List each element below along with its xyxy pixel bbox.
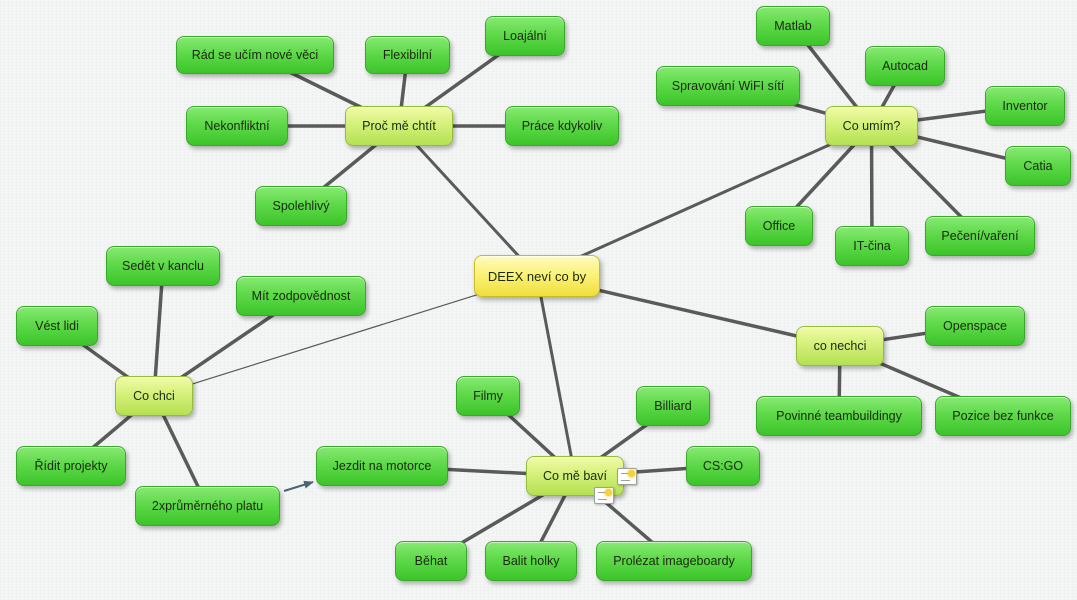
- topic-office[interactable]: Office: [745, 206, 813, 246]
- topic-mit-zodpovednost[interactable]: Mít zodpovědnost: [236, 276, 366, 316]
- topic-nekonfliktni[interactable]: Nekonfliktní: [186, 106, 288, 146]
- notes-icon[interactable]: [594, 487, 614, 504]
- central-topic[interactable]: DEEX neví co by: [474, 255, 600, 297]
- topic-2x-prumerneho-platu[interactable]: 2xprůměrného platu: [135, 486, 280, 526]
- topic-matlab[interactable]: Matlab: [756, 6, 830, 46]
- branch-co-chci[interactable]: Co chci: [115, 376, 193, 416]
- topic-csgo[interactable]: CS:GO: [686, 446, 760, 486]
- topic-jezdit-na-motorce[interactable]: Jezdit na motorce: [316, 446, 448, 486]
- branch-co-umim[interactable]: Co umím?: [825, 106, 918, 146]
- topic-autocad[interactable]: Autocad: [865, 46, 945, 86]
- topic-rad-se-ucim[interactable]: Rád se učím nové věci: [176, 36, 334, 74]
- topic-ridit-projekty[interactable]: Řídit projekty: [16, 446, 126, 486]
- connector-line: [397, 124, 539, 278]
- branch-co-nechci[interactable]: co nechci: [796, 326, 884, 366]
- topic-pozice-bez-funkce[interactable]: Pozice bez funkce: [935, 396, 1071, 436]
- topic-sedet-v-kanclu[interactable]: Sedět v kanclu: [106, 246, 220, 286]
- connector-line: [153, 275, 538, 397]
- topic-vest-lidi[interactable]: Vést lidi: [16, 306, 98, 346]
- topic-filmy[interactable]: Filmy: [456, 376, 520, 416]
- topic-povinne-teambuildingy[interactable]: Povinné teambuildingy: [756, 396, 922, 436]
- topic-inventor[interactable]: Inventor: [985, 86, 1065, 126]
- topic-balit-holky[interactable]: Balit holky: [485, 541, 577, 581]
- topic-openspace[interactable]: Openspace: [925, 306, 1025, 346]
- topic-flexibilni[interactable]: Flexibilní: [365, 36, 450, 74]
- topic-prace-kdykoliv[interactable]: Práce kdykoliv: [505, 106, 619, 146]
- branch-proc-me-chtit[interactable]: Proč mě chtít: [345, 106, 453, 146]
- connector-line: [535, 274, 577, 478]
- topic-loajalni[interactable]: Loajální: [485, 16, 565, 56]
- topic-peceni-vareni[interactable]: Pečení/vaření: [925, 216, 1035, 256]
- topic-billiard[interactable]: Billiard: [636, 386, 710, 426]
- connector-line: [535, 124, 873, 278]
- relationship-arrow[interactable]: [283, 480, 314, 492]
- topic-it-cina[interactable]: IT-čina: [835, 226, 909, 266]
- topic-spolehlivy[interactable]: Spolehlivý: [255, 186, 347, 226]
- topic-behat[interactable]: Běhat: [395, 541, 467, 581]
- topic-spravovani-wifi[interactable]: Spravování WiFI sítí: [656, 66, 800, 106]
- topic-prolezat-imageboardy[interactable]: Prolézat imageboardy: [596, 541, 752, 581]
- topic-catia[interactable]: Catia: [1005, 146, 1071, 186]
- connector-line: [152, 264, 165, 398]
- notes-icon[interactable]: [617, 468, 637, 485]
